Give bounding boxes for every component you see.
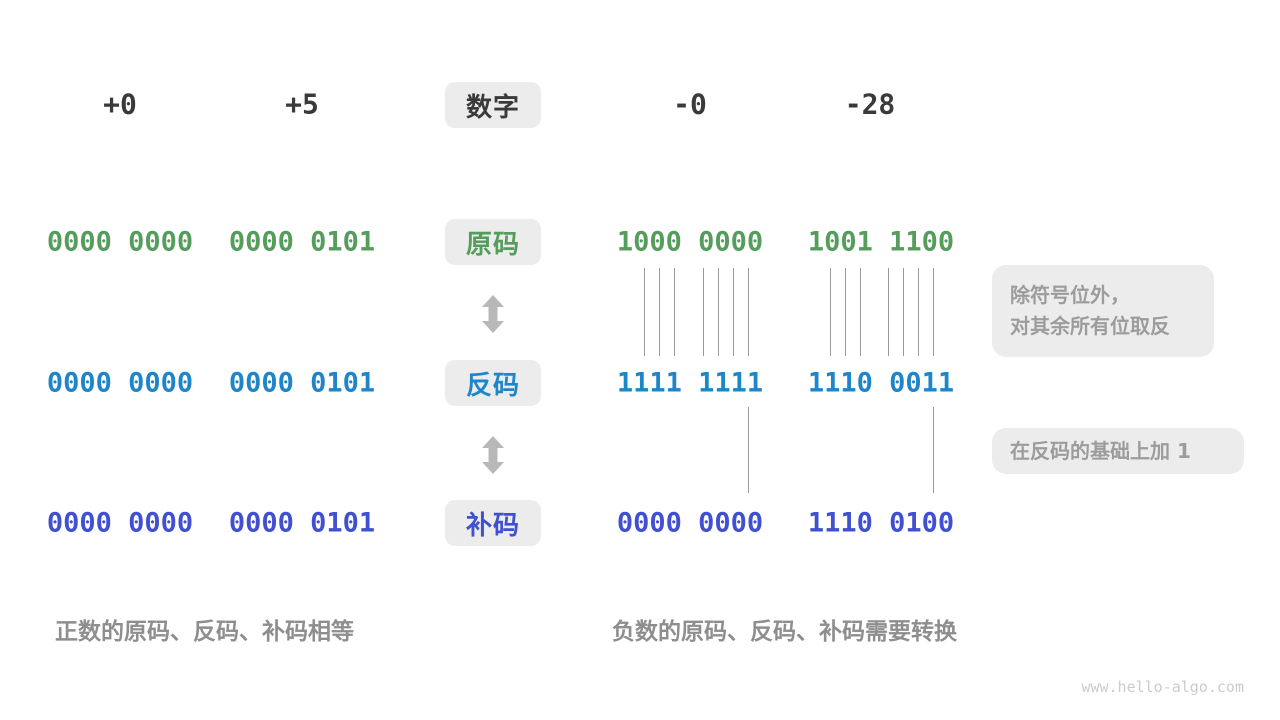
bit-flip-line <box>845 268 846 356</box>
twos-complement-badge: 补码 <box>445 500 541 546</box>
bit-flip-line <box>718 268 719 356</box>
number-badge-label: 数字 <box>465 92 520 123</box>
binary-value-sign-magnitude-pos-zero: 0000 0000 <box>46 226 194 258</box>
bit-flip-line <box>830 268 831 356</box>
twos-complement-badge-label: 补码 <box>465 510 520 541</box>
binary-value-ones-complement-pos-five: 0000 0101 <box>228 367 376 399</box>
caption-positive-numbers: 正数的原码、反码、补码相等 <box>55 619 354 645</box>
sign-magnitude-badge: 原码 <box>445 219 541 265</box>
number-label-pos-five: +5 <box>285 87 319 121</box>
annotation-flip-rule-line2: 对其余所有位取反 <box>1010 314 1170 338</box>
bit-flip-line <box>703 268 704 356</box>
binary-value-ones-complement-neg-zero: 1111 1111 <box>616 367 764 399</box>
binary-value-twos-complement-neg-zero: 0000 0000 <box>616 507 764 539</box>
bit-flip-line <box>748 268 749 356</box>
add-one-line <box>933 407 934 493</box>
annotation-flip-rule-line1: 除符号位外， <box>1010 283 1130 307</box>
updown-arrow-icon <box>481 436 505 474</box>
annotation-add-one-rule: 在反码的基础上加 1 <box>992 428 1244 474</box>
bit-flip-line <box>933 268 934 356</box>
number-label-neg-zero: -0 <box>673 87 707 121</box>
bit-flip-line <box>903 268 904 356</box>
binary-value-ones-complement-pos-zero: 0000 0000 <box>46 367 194 399</box>
binary-value-twos-complement-neg-twentyeight: 1110 0100 <box>807 507 955 539</box>
watermark: www.hello-algo.com <box>1081 678 1244 696</box>
binary-value-sign-magnitude-pos-five: 0000 0101 <box>228 226 376 258</box>
ones-complement-badge: 反码 <box>445 360 541 406</box>
bit-flip-line <box>860 268 861 356</box>
bit-flip-line <box>733 268 734 356</box>
bit-flip-line <box>918 268 919 356</box>
number-label-neg-twentyeight: -28 <box>844 87 896 121</box>
bit-flip-line <box>888 268 889 356</box>
binary-value-sign-magnitude-neg-twentyeight: 1001 1100 <box>807 226 955 258</box>
updown-arrow-icon <box>481 295 505 333</box>
binary-value-ones-complement-neg-twentyeight: 1110 0011 <box>807 367 955 399</box>
annotation-flip-rule: 除符号位外， 对其余所有位取反 <box>992 265 1214 357</box>
ones-complement-badge-label: 反码 <box>465 370 520 401</box>
number-label-pos-zero: +0 <box>103 87 137 121</box>
binary-value-twos-complement-pos-zero: 0000 0000 <box>46 507 194 539</box>
add-one-line <box>748 407 749 493</box>
bit-flip-line <box>674 268 675 356</box>
bit-flip-line <box>659 268 660 356</box>
binary-value-twos-complement-pos-five: 0000 0101 <box>228 507 376 539</box>
bit-flip-line <box>644 268 645 356</box>
binary-value-sign-magnitude-neg-zero: 1000 0000 <box>616 226 764 258</box>
number-badge: 数字 <box>445 82 541 128</box>
annotation-add-one-rule-text: 在反码的基础上加 1 <box>1010 438 1191 463</box>
caption-negative-numbers: 负数的原码、反码、补码需要转换 <box>612 619 957 645</box>
sign-magnitude-badge-label: 原码 <box>465 229 520 260</box>
